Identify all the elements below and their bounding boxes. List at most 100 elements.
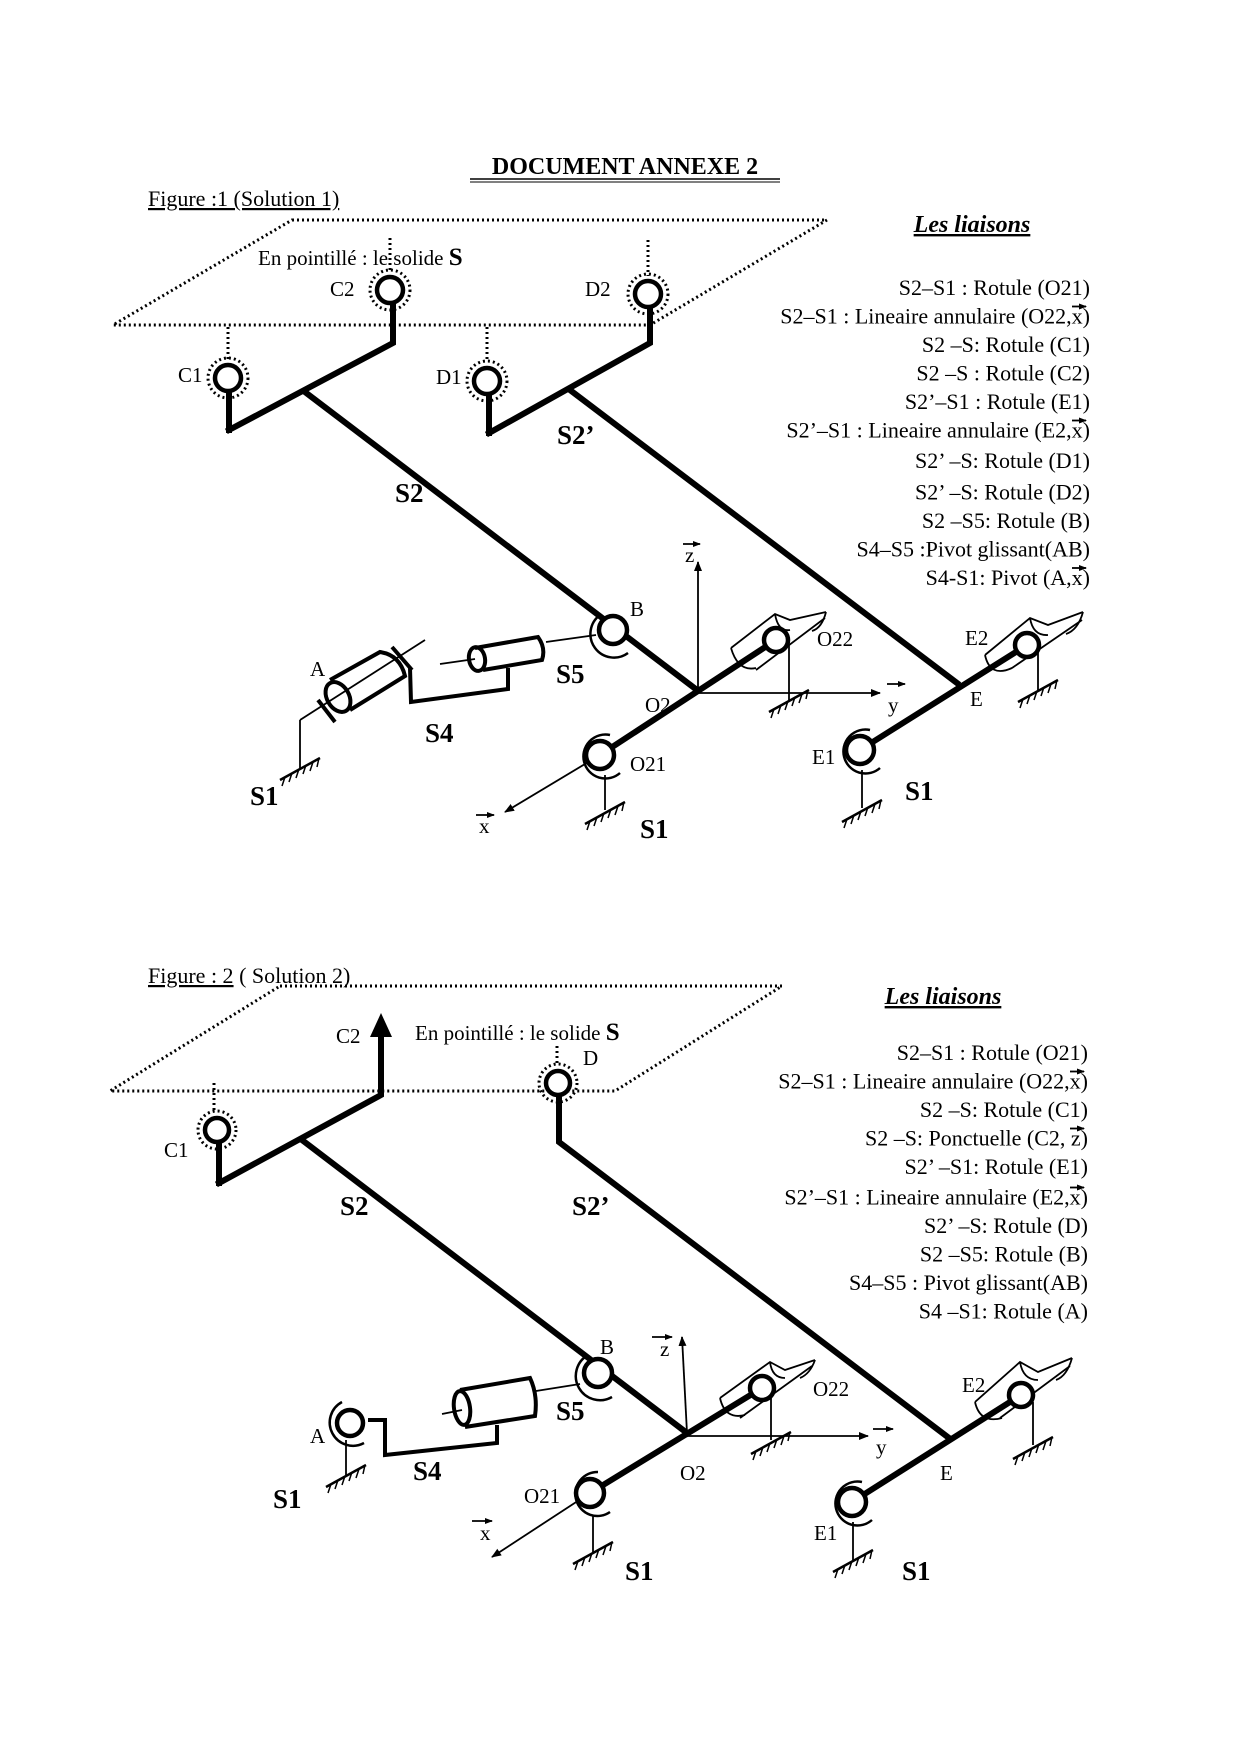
s5-rod <box>545 634 597 643</box>
s2-main-arm-2 <box>297 1135 692 1438</box>
joint-o21-2 <box>571 1470 615 1572</box>
liaison-item: S2–S1 : Lineaire annulaire (O22,x) <box>780 304 1090 329</box>
label-s5-2: S5 <box>556 1396 585 1426</box>
liaison-item: S2 –S: Rotule (C1) <box>920 1097 1088 1122</box>
label-o21: O21 <box>630 752 666 776</box>
liaisons-list-1: S2–S1 : Rotule (O21)S2–S1 : Lineaire ann… <box>780 275 1090 590</box>
axis-label-y: y <box>888 693 899 717</box>
liaison-item: S4–S5 : Pivot glissant(AB) <box>849 1270 1088 1295</box>
label-a: A <box>310 657 326 681</box>
label-e1: E1 <box>812 745 835 769</box>
joint-d <box>537 1062 579 1104</box>
axis-label-x: x <box>479 814 490 838</box>
joint-o21 <box>582 733 627 832</box>
joint-d2 <box>626 272 670 316</box>
label-o21-2: O21 <box>524 1484 560 1508</box>
liaison-item: S2’ –S1: Rotule (E1) <box>904 1154 1088 1179</box>
joint-c1-2 <box>196 1109 238 1151</box>
s2-main-arm <box>300 387 702 695</box>
liaison-item: S2’ –S: Rotule (D2) <box>915 480 1090 505</box>
c2-ponctuelle-arrow <box>370 1013 392 1037</box>
axis-label-y-2: y <box>876 1435 887 1459</box>
label-c2-2: C2 <box>336 1024 361 1048</box>
label-s1-a-2: S1 <box>273 1484 302 1514</box>
label-c1-2: C1 <box>164 1138 189 1162</box>
figure-1-caption: Figure :1 (Solution 1) <box>148 186 339 211</box>
s4-body <box>408 667 510 705</box>
cylinder-s5 <box>439 634 546 673</box>
s2p-shaft <box>855 640 1032 755</box>
s2-shaft-2 <box>585 1383 767 1498</box>
liaison-item: S4–S5 :Pivot glissant(AB) <box>857 537 1090 562</box>
solid-s-note: En pointillé : le solide S <box>258 244 463 271</box>
solid-s-note-2: En pointillé : le solide S <box>415 1019 620 1046</box>
label-e2: E2 <box>965 626 988 650</box>
liaison-item: S2 –S: Ponctuelle (C2, z) <box>865 1126 1088 1151</box>
s5-rod-2 <box>535 1383 581 1392</box>
label-s4: S4 <box>425 718 454 748</box>
s2-shaft <box>595 635 781 760</box>
label-e2-2: E2 <box>962 1373 985 1397</box>
liaison-item: S4-S1: Pivot (A,x) <box>926 565 1090 590</box>
document-title: DOCUMENT ANNEXE 2 <box>492 154 758 180</box>
s2p-shaft-2 <box>847 1390 1026 1507</box>
label-s4-2: S4 <box>413 1456 442 1486</box>
label-a-2: A <box>310 1424 326 1448</box>
joint-e2 <box>984 611 1084 710</box>
label-d2: D2 <box>585 277 611 301</box>
label-o2-2: O2 <box>680 1461 706 1485</box>
joint-o22-2 <box>719 1359 816 1462</box>
joint-c2 <box>368 268 412 312</box>
z-axis-2 <box>678 1336 688 1434</box>
label-s1-o21-2: S1 <box>625 1556 654 1586</box>
label-e1-2: E1 <box>814 1521 837 1545</box>
label-s1-a: S1 <box>250 781 279 811</box>
solid-s-outline <box>107 218 833 327</box>
label-s1-e1-2: S1 <box>902 1556 931 1586</box>
cylinder-s5-2 <box>441 1375 538 1429</box>
label-s2: S2 <box>395 478 424 508</box>
label-o22-2: O22 <box>813 1377 849 1401</box>
liaison-item: S2 –S5: Rotule (B) <box>922 508 1090 533</box>
solid-s-outline-2 <box>104 984 788 1093</box>
liaison-item: S2–S1 : Rotule (O21) <box>897 1040 1088 1065</box>
joint-c1 <box>206 356 250 400</box>
label-b: B <box>630 597 644 621</box>
s2p-arm-2 <box>556 1095 954 1443</box>
liaison-item: S2’–S1 : Rotule (E1) <box>905 389 1090 414</box>
joint-e1 <box>840 728 884 830</box>
axis-label-z-2: z <box>660 1337 669 1361</box>
x-axis-2 <box>491 1492 591 1558</box>
s4-body-2 <box>368 1418 499 1458</box>
label-s1-e1: S1 <box>905 776 934 806</box>
label-o2: O2 <box>645 693 671 717</box>
label-e-2: E <box>940 1461 953 1485</box>
joint-b <box>589 613 630 659</box>
label-c1: C1 <box>178 363 203 387</box>
label-s1-o21: S1 <box>640 814 669 844</box>
label-s5: S5 <box>556 659 585 689</box>
label-d1: D1 <box>436 365 462 389</box>
figure-1: Figure :1 (Solution 1) En pointillé : le… <box>107 186 1090 844</box>
figure-2: Figure : 2 ( Solution 2) En pointillé : … <box>104 963 1088 1586</box>
label-d: D <box>583 1046 598 1070</box>
joint-d1 <box>465 359 509 403</box>
axis-label-x-2: x <box>480 1521 491 1545</box>
liaison-item: S2–S1 : Lineaire annulaire (O22,x) <box>778 1069 1088 1094</box>
axis-label-z: z <box>685 543 694 567</box>
liaison-item: S2’–S1 : Lineaire annulaire (E2,x) <box>784 1185 1088 1210</box>
liaison-item: S2’–S1 : Lineaire annulaire (E2,x) <box>786 418 1090 443</box>
liaison-item: S2’ –S: Rotule (D) <box>924 1213 1088 1238</box>
joint-e2-2 <box>974 1357 1073 1467</box>
s2-crossbar <box>224 303 396 435</box>
liaison-item: S2’ –S: Rotule (D1) <box>915 448 1090 473</box>
liaisons-list-2: S2–S1 : Rotule (O21) S2–S1 : Lineaire ann… <box>778 1040 1088 1324</box>
label-s2-prime: S2’ <box>557 420 595 450</box>
joint-e1-2 <box>831 1480 875 1580</box>
figure-2-caption: Figure : 2 ( Solution 2) <box>148 963 350 988</box>
joint-b-2 <box>574 1353 615 1402</box>
joint-o22 <box>730 611 827 720</box>
liaison-item: S4 –S1: Rotule (A) <box>919 1299 1088 1324</box>
s2-crossbar-2 <box>214 1032 384 1188</box>
liaisons-heading-2: Les liaisons <box>884 984 1002 1010</box>
